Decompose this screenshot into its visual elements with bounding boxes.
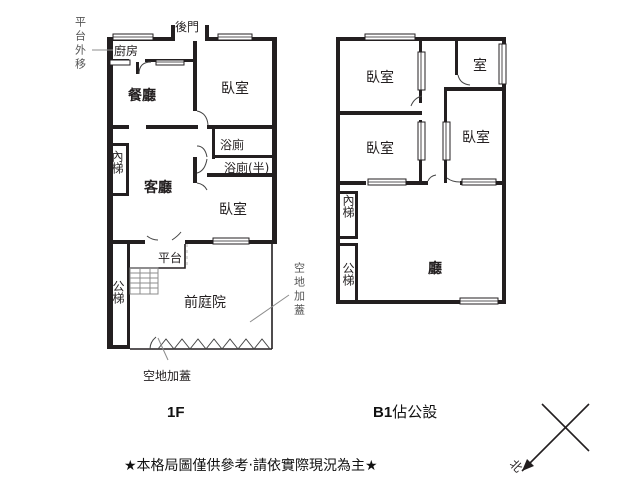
floor-b1-title: B1佔公設 [373,403,437,421]
dining-label: 餐廳 [127,87,156,104]
b1-bedroom-right-label: 臥室 [462,129,490,146]
front-yard-label: 前庭院 [184,294,226,311]
public-stair-1f-label: 公梯 [111,280,125,304]
floor-b1-plan [336,33,507,305]
platform-label: 平台 [158,250,182,265]
b1-bedroom-left-label: 臥室 [366,140,394,157]
b1-hall-label: 廳 [428,260,442,277]
bath-label: 浴廁 [220,137,244,152]
back-door-label: 後門 [175,20,199,34]
floor-b1-title-rest: 佔公設 [392,403,437,421]
disclaimer-text: ★本格局圖僅供參考‧請依實際現況為主★ [124,457,378,474]
platform-moved-out-note: 平台外移 [74,16,87,72]
inner-stair-1f-label: 內梯 [110,150,124,174]
living-label: 客廳 [143,179,172,196]
b1-inner-stair-label: 內梯 [341,194,355,218]
b1-public-stair-label: 公梯 [341,262,355,286]
floor-1-title: 1F [167,404,185,421]
floor-b1-title-bold: B1 [373,404,392,421]
vacant-extension-right-note: 空地加蓋 [293,261,306,318]
vacant-extension-bottom-note: 空地加蓋 [143,369,191,383]
compass-icon: 北 [507,403,590,475]
b1-room-top-right-label: 室 [473,57,487,74]
half-bath-label: 浴廁(半) [224,160,269,175]
north-glyph: 北 [507,457,525,475]
b1-bedroom-top-left-label: 臥室 [366,69,394,86]
floor-1-plan [92,25,290,361]
kitchen-label: 廚房 [114,43,138,58]
bedroom-top-label: 臥室 [221,80,249,97]
bedroom-mid-label: 臥室 [219,201,247,218]
